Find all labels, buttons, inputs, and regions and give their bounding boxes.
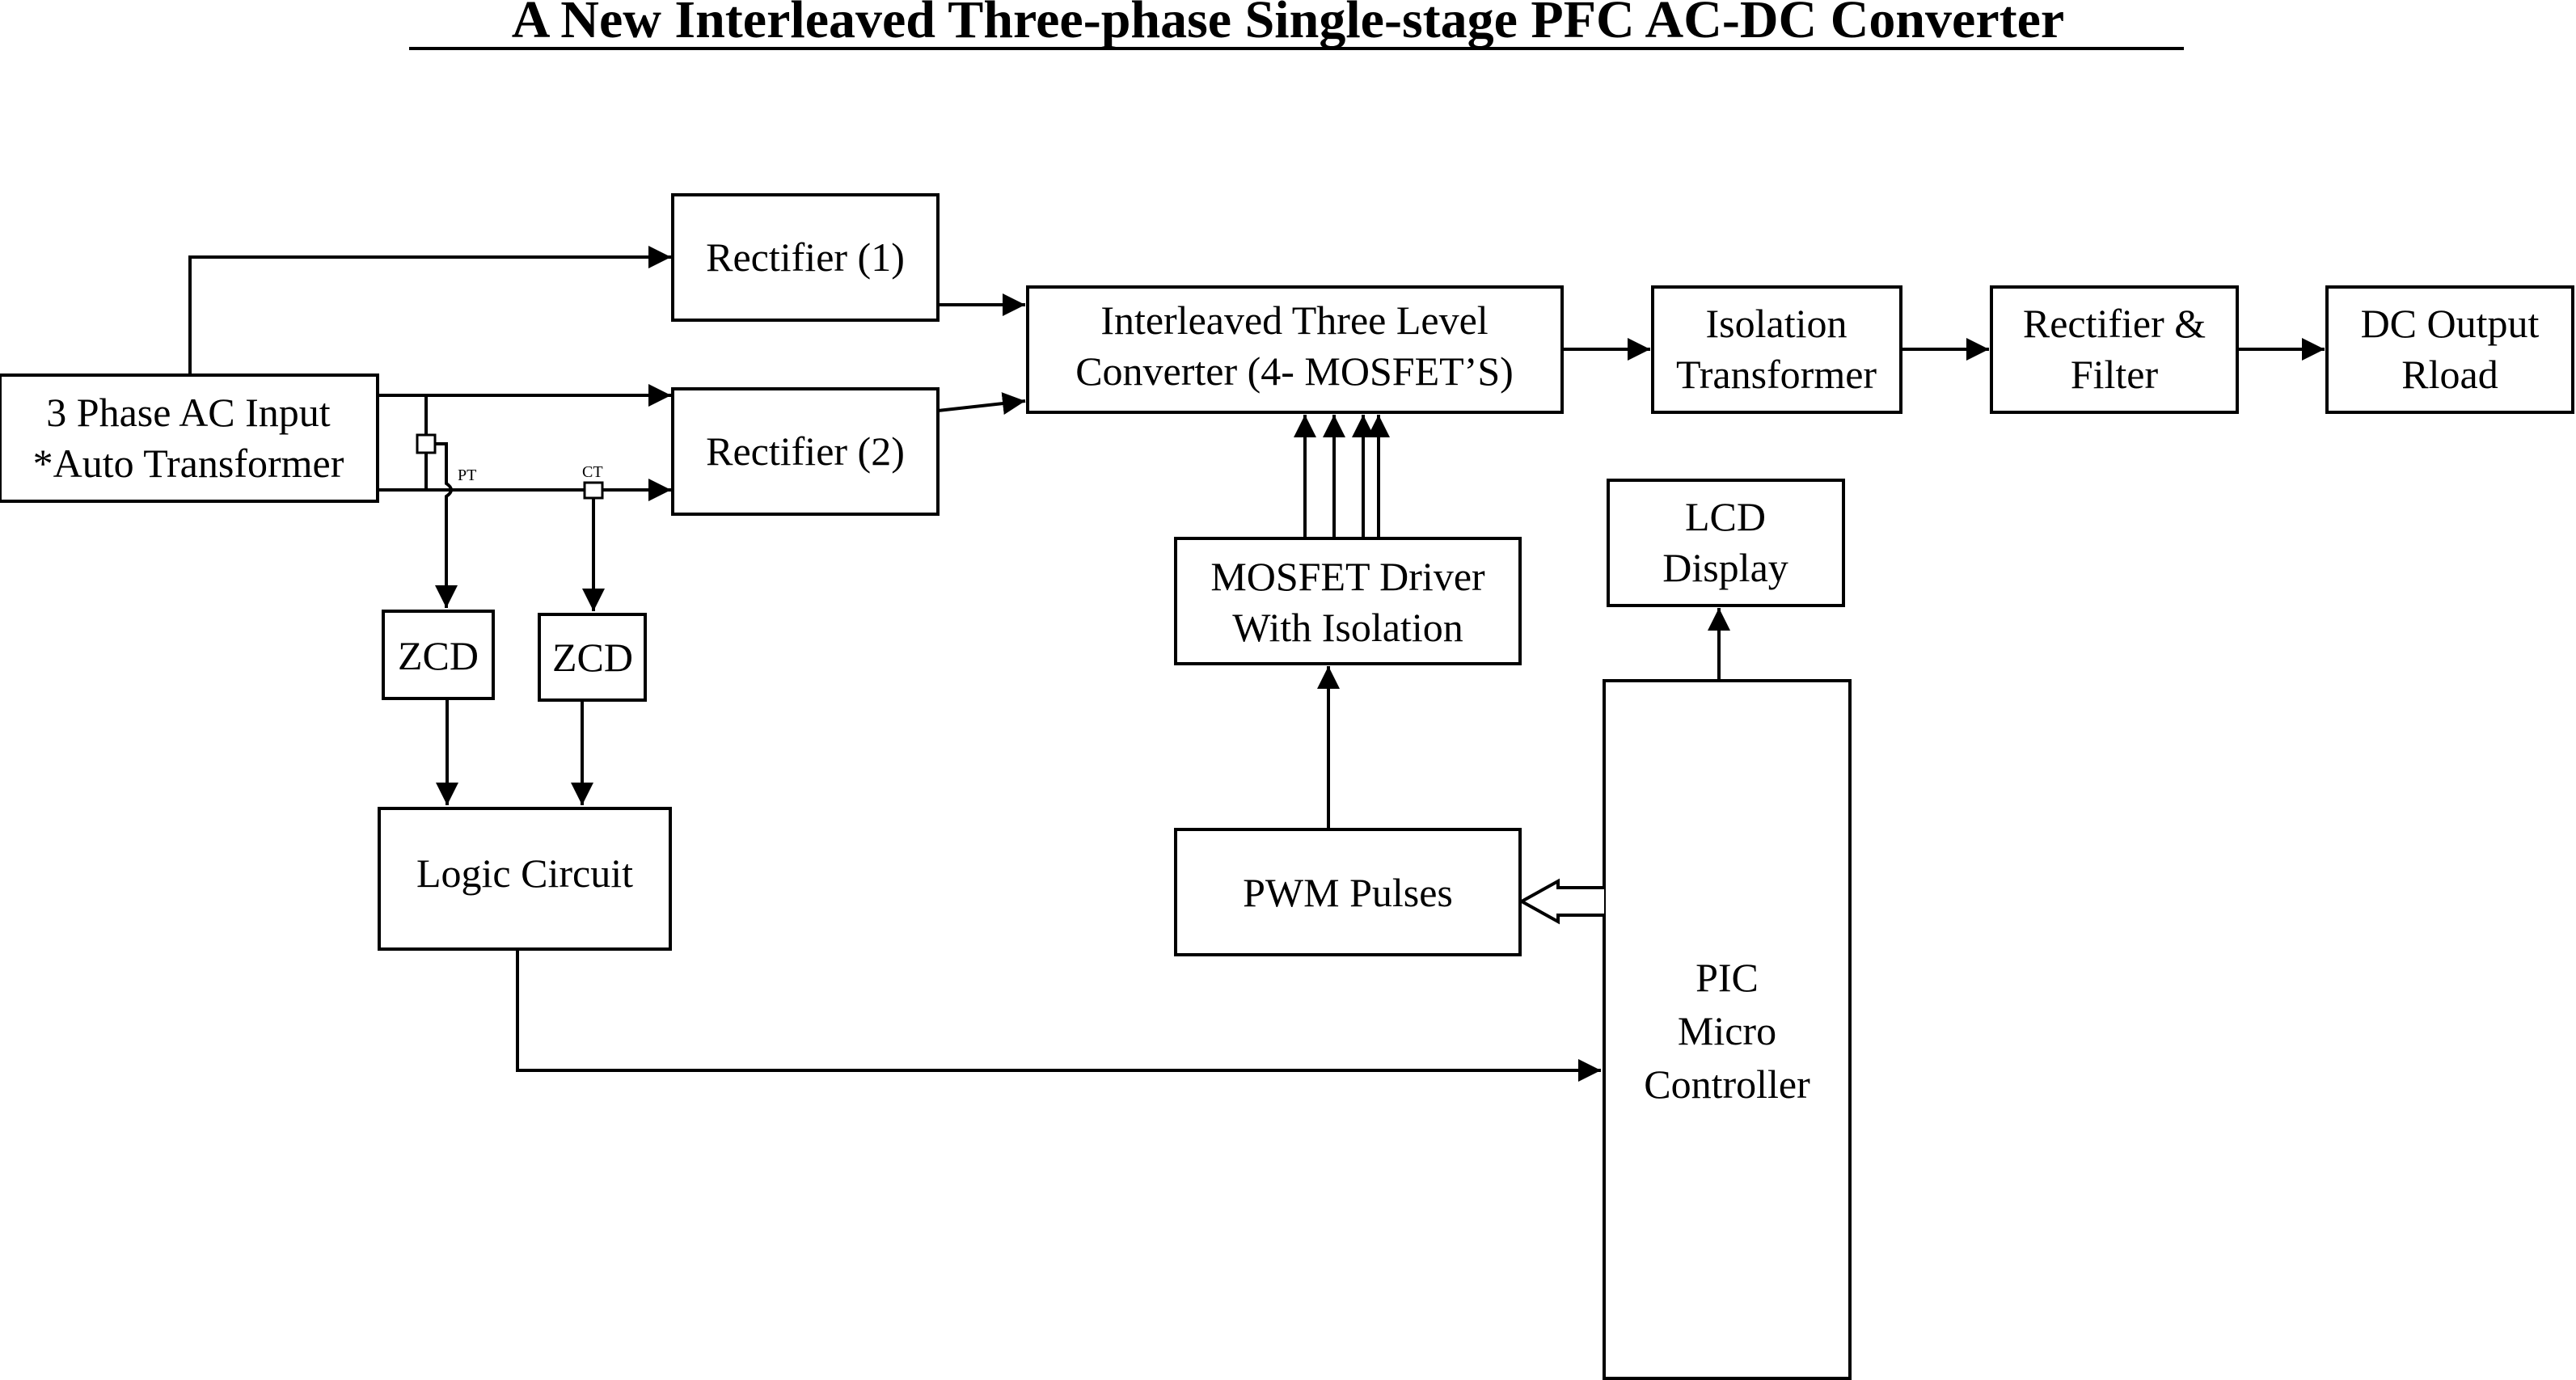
lcd-display-line2: Display <box>1662 545 1788 590</box>
block-logic-circuit: Logic Circuit <box>378 807 672 951</box>
pt-label: PT <box>458 466 476 484</box>
dc-output-line2: Rload <box>2401 352 2498 397</box>
arrow-rectifier-2-to-converter <box>937 392 1026 416</box>
ct-label: CT <box>582 463 603 481</box>
arrow-pic-to-pwm-hollow <box>1518 878 1604 925</box>
isolation-transformer-line1: Isolation <box>1706 301 1848 346</box>
block-interleaved-converter: Interleaved Three Level Converter (4- MO… <box>1026 285 1564 414</box>
isolation-transformer-line2: Transformer <box>1676 352 1877 397</box>
dc-output-line1: DC Output <box>2361 301 2540 346</box>
pwm-pulses-label: PWM Pulses <box>1243 870 1453 915</box>
logic-circuit-label: Logic Circuit <box>416 850 633 896</box>
mosfet-driver-line1: MOSFET Driver <box>1210 554 1485 599</box>
ac-input-line2: *Auto Transformer <box>33 441 344 486</box>
rectifier-filter-line1: Rectifier & <box>2023 301 2206 346</box>
converter-line2: Converter (4- MOSFET’S) <box>1075 348 1514 394</box>
diagram-title: A New Interleaved Three-phase Single-sta… <box>512 0 2064 49</box>
block-rectifier-2: Rectifier (2) <box>671 387 940 516</box>
zcd-2-label: ZCD <box>552 635 633 680</box>
block-dc-output: DC Output Rload <box>2325 285 2574 414</box>
block-zcd-2: ZCD <box>538 613 647 702</box>
mosfet-driver-line2: With Isolation <box>1232 605 1463 650</box>
pt-sensor-lead <box>435 442 458 608</box>
block-rectifier-filter: Rectifier & Filter <box>1990 285 2239 414</box>
block-pwm-pulses: PWM Pulses <box>1174 828 1522 956</box>
arrow-logic-to-pic <box>516 949 1601 1082</box>
converter-line1: Interleaved Three Level <box>1100 298 1488 343</box>
block-lcd-display: LCD Display <box>1607 479 1845 607</box>
pic-controller-line1: PIC <box>1696 955 1759 1000</box>
pt-sensor-icon <box>416 433 437 454</box>
block-mosfet-driver: MOSFET Driver With Isolation <box>1174 537 1522 665</box>
block-rectifier-1: Rectifier (1) <box>671 193 940 322</box>
block-ac-input: 3 Phase AC Input *Auto Transformer <box>0 373 379 503</box>
zcd-1-label: ZCD <box>398 633 479 678</box>
rectifier-2-label: Rectifier (2) <box>706 428 905 474</box>
ct-sensor-icon <box>583 481 604 500</box>
arrow-ac-to-rectifier-1 <box>188 246 671 375</box>
rectifier-filter-line2: Filter <box>2071 352 2159 397</box>
rectifier-1-label: Rectifier (1) <box>706 234 905 280</box>
block-pic-controller: PIC Micro Controller <box>1603 679 1852 1380</box>
ac-input-line1: 3 Phase AC Input <box>46 390 331 435</box>
pic-controller-line2: Micro <box>1678 1008 1776 1053</box>
block-isolation-transformer: Isolation Transformer <box>1651 285 1902 414</box>
pic-controller-line3: Controller <box>1644 1061 1810 1107</box>
lcd-display-line1: LCD <box>1685 494 1766 539</box>
block-zcd-1: ZCD <box>382 610 495 700</box>
